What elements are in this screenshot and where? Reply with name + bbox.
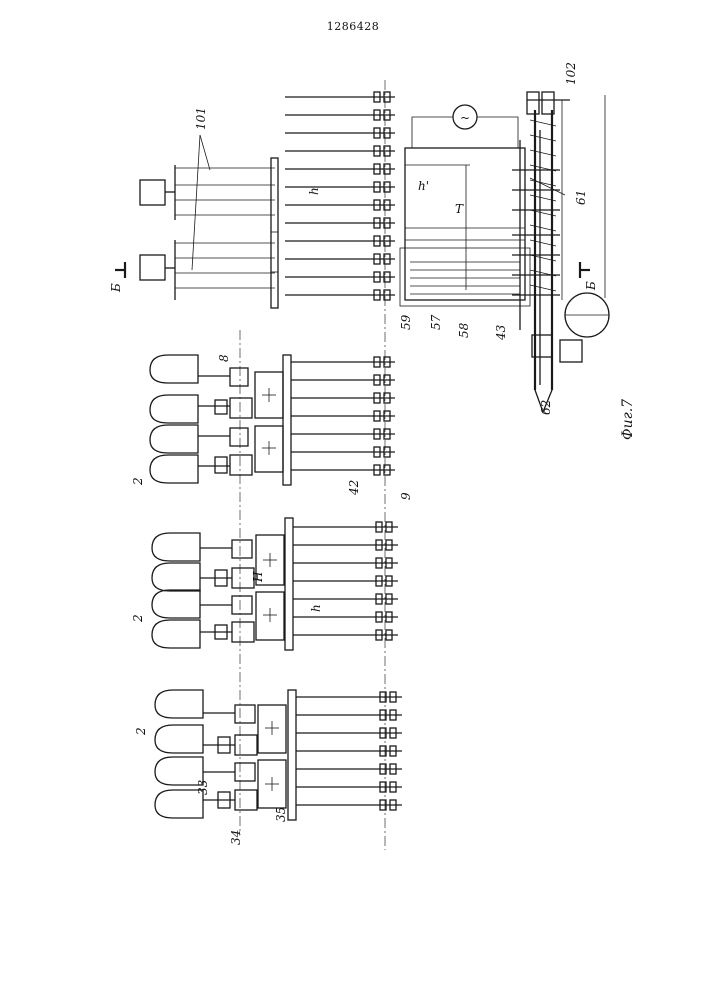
svg-text:102: 102 xyxy=(564,62,578,85)
induction-coil xyxy=(410,262,520,294)
svg-text:8: 8 xyxy=(217,354,231,362)
svg-text:34: 34 xyxy=(229,830,243,845)
svg-text:Б: Б xyxy=(109,283,123,293)
svg-text:35: 35 xyxy=(274,807,288,822)
svg-text:9: 9 xyxy=(399,492,413,500)
svg-text:2: 2 xyxy=(134,727,148,736)
svg-text:61: 61 xyxy=(574,190,588,205)
furnace-box xyxy=(405,148,525,300)
spindle-nuts-top xyxy=(374,92,390,300)
document-number: 1286428 xyxy=(327,20,380,33)
svg-text:h: h xyxy=(309,604,323,612)
svg-text:H: H xyxy=(251,571,265,583)
spindle-rods-module-3 xyxy=(296,692,402,810)
drive-module-2: H 2 xyxy=(131,518,293,650)
svg-text:~: ~ xyxy=(460,111,470,125)
spindle-rods-module-2: h 9 xyxy=(293,492,413,640)
svg-text:33: 33 xyxy=(196,779,210,795)
svg-text:57: 57 xyxy=(429,314,443,330)
section-marker-right: Б xyxy=(580,262,598,291)
cylinder-unit-101: 101 xyxy=(140,107,278,308)
svg-text:58: 58 xyxy=(457,322,471,338)
screw-conveyor: 102 61 62 xyxy=(512,62,609,415)
drive-module-1: 8 2 xyxy=(131,354,291,486)
svg-text:101: 101 xyxy=(194,107,208,130)
spindle-rods-module-1: 42 xyxy=(291,357,395,496)
drive-module-3: 2 33 34 35 xyxy=(134,690,296,845)
svg-text:T: T xyxy=(455,202,464,216)
spindle-rods-top: h xyxy=(285,97,395,295)
figure-caption: Фиг.7 xyxy=(620,399,636,440)
svg-text:43: 43 xyxy=(494,324,508,341)
svg-text:2: 2 xyxy=(131,477,145,486)
svg-text:Б: Б xyxy=(584,281,598,291)
svg-text:h': h' xyxy=(418,179,429,193)
svg-text:62: 62 xyxy=(539,400,553,415)
svg-text:h: h xyxy=(307,187,321,195)
heater-unit: ~ T h' 59 57 58 43 xyxy=(399,105,530,341)
svg-text:42: 42 xyxy=(347,480,361,496)
svg-text:59: 59 xyxy=(399,314,413,330)
svg-text:2: 2 xyxy=(131,614,145,623)
section-marker-left: Б xyxy=(109,262,125,293)
